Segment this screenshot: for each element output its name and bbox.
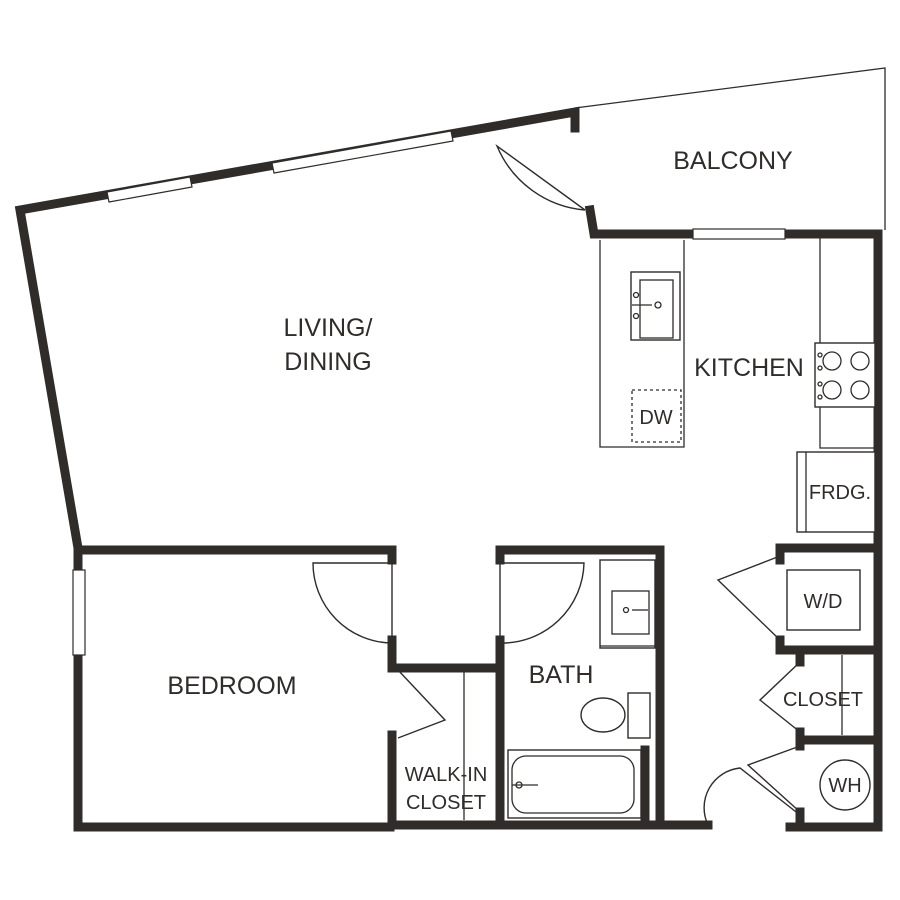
fridge-outline — [796, 451, 876, 533]
door-wh — [746, 745, 801, 813]
label-bedroom: BEDROOM — [167, 672, 296, 700]
utility-fixtures — [786, 569, 871, 811]
toilet-tank — [627, 692, 651, 739]
kitchen-island — [599, 240, 685, 448]
label-kitchen: KITCHEN — [694, 354, 804, 382]
label-living-2: DINING — [284, 348, 372, 376]
door-closet — [758, 661, 801, 733]
label-balcony: BALCONY — [673, 147, 793, 175]
window-living-right — [271, 130, 454, 174]
door-bath — [499, 562, 585, 644]
balcony-outline — [574, 67, 886, 230]
toilet-bowl — [580, 697, 626, 733]
windows — [72, 130, 786, 656]
washer-dryer-outline — [786, 569, 861, 631]
window-living-left — [106, 176, 193, 203]
closet-lines — [463, 655, 843, 820]
exterior-walls — [14, 106, 883, 832]
kitchen-counter — [819, 238, 874, 449]
label-washer-dryer: W/D — [804, 591, 843, 613]
vanity — [599, 559, 656, 649]
door-bedroom — [312, 562, 393, 644]
label-water-heater: WH — [828, 775, 861, 797]
door-wd — [716, 555, 781, 641]
label-closet: CLOSET — [783, 689, 863, 711]
dishwasher-outline — [631, 389, 682, 443]
water-heater-outline — [819, 759, 871, 811]
label-fridge: FRDG. — [809, 482, 871, 504]
label-walkin-1: WALK-IN — [405, 764, 488, 786]
interior-walls — [75, 543, 883, 832]
label-living-1: LIVING/ — [284, 314, 373, 342]
label-dishwasher: DW — [639, 407, 672, 429]
label-bath: BATH — [529, 661, 594, 689]
door-balcony — [495, 143, 586, 211]
label-walkin-2: CLOSET — [406, 792, 486, 814]
window-bedroom — [72, 569, 86, 656]
room-labels: BALCONY LIVING/ DINING KITCHEN BEDROOM B… — [167, 147, 871, 814]
door-walkin — [397, 669, 447, 739]
kitchen-fixtures — [599, 238, 876, 533]
window-kitchen — [692, 228, 786, 240]
bath-fixtures — [507, 559, 656, 819]
bathtub — [507, 749, 642, 819]
doors — [312, 143, 801, 826]
door-entry — [703, 767, 801, 826]
